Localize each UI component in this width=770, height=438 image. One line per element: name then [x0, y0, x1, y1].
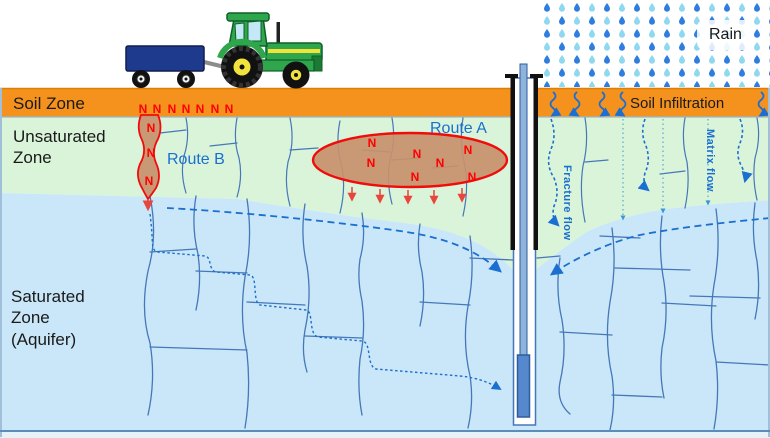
wagon-icon — [125, 45, 235, 88]
nitrate-n: N — [366, 156, 376, 170]
soil-infiltration-label: Soil Infiltration — [630, 95, 725, 112]
nitrate-n: N — [181, 102, 191, 116]
saturated-fracture-network — [143, 195, 770, 431]
soil-infiltration-arrows — [549, 91, 770, 117]
saturated-zone-label: Saturated Zone (Aquifer) — [11, 287, 85, 349]
nitrate-n: N — [367, 136, 377, 150]
nitrate-n: N — [152, 102, 162, 116]
matrix-flow-label: Matrix flow — [703, 129, 716, 192]
nitrate-n: N — [224, 102, 234, 116]
well-icon — [505, 63, 543, 426]
soil-zone-label: Soil Zone — [13, 94, 85, 113]
nitrate-n: N — [144, 174, 154, 188]
nitrate-n: N — [146, 146, 156, 160]
water-table-right — [549, 217, 770, 276]
unsaturated-zone-area — [0, 117, 770, 276]
fracture-flow-label: Fracture flow — [560, 165, 573, 241]
frame-border — [0, 88, 770, 437]
bottom-strip — [0, 431, 770, 438]
nitrate-n: N — [195, 102, 205, 116]
nitrate-n: N — [467, 170, 477, 184]
zone-fills — [0, 87, 770, 438]
route-b-label: Route B — [167, 151, 225, 168]
route-b-plume — [137, 114, 162, 212]
nitrate-n: N — [167, 102, 177, 116]
nitrate-n: N — [412, 147, 422, 161]
nitrate-n: N — [146, 121, 156, 135]
water-table-dashed-lines — [166, 207, 770, 276]
tractor-icon — [217, 12, 323, 89]
soil-zone-band — [0, 88, 770, 117]
route-a-label: Route A — [430, 120, 487, 137]
nitrate-n: N — [435, 156, 445, 170]
saturated-zone-area — [0, 193, 770, 431]
water-table-left — [166, 207, 502, 273]
rain-label: Rain — [697, 20, 754, 50]
nitrate-n: N — [138, 102, 148, 116]
nitrate-n: N — [210, 102, 220, 116]
fracture-flow-lines — [547, 118, 753, 227]
matrix-flow-lines — [620, 119, 711, 221]
route-a-plume — [311, 131, 509, 205]
nitrate-n: N — [410, 170, 420, 184]
nitrate-n: N — [463, 143, 473, 157]
unsaturated-zone-label: Unsaturated Zone — [13, 127, 106, 168]
